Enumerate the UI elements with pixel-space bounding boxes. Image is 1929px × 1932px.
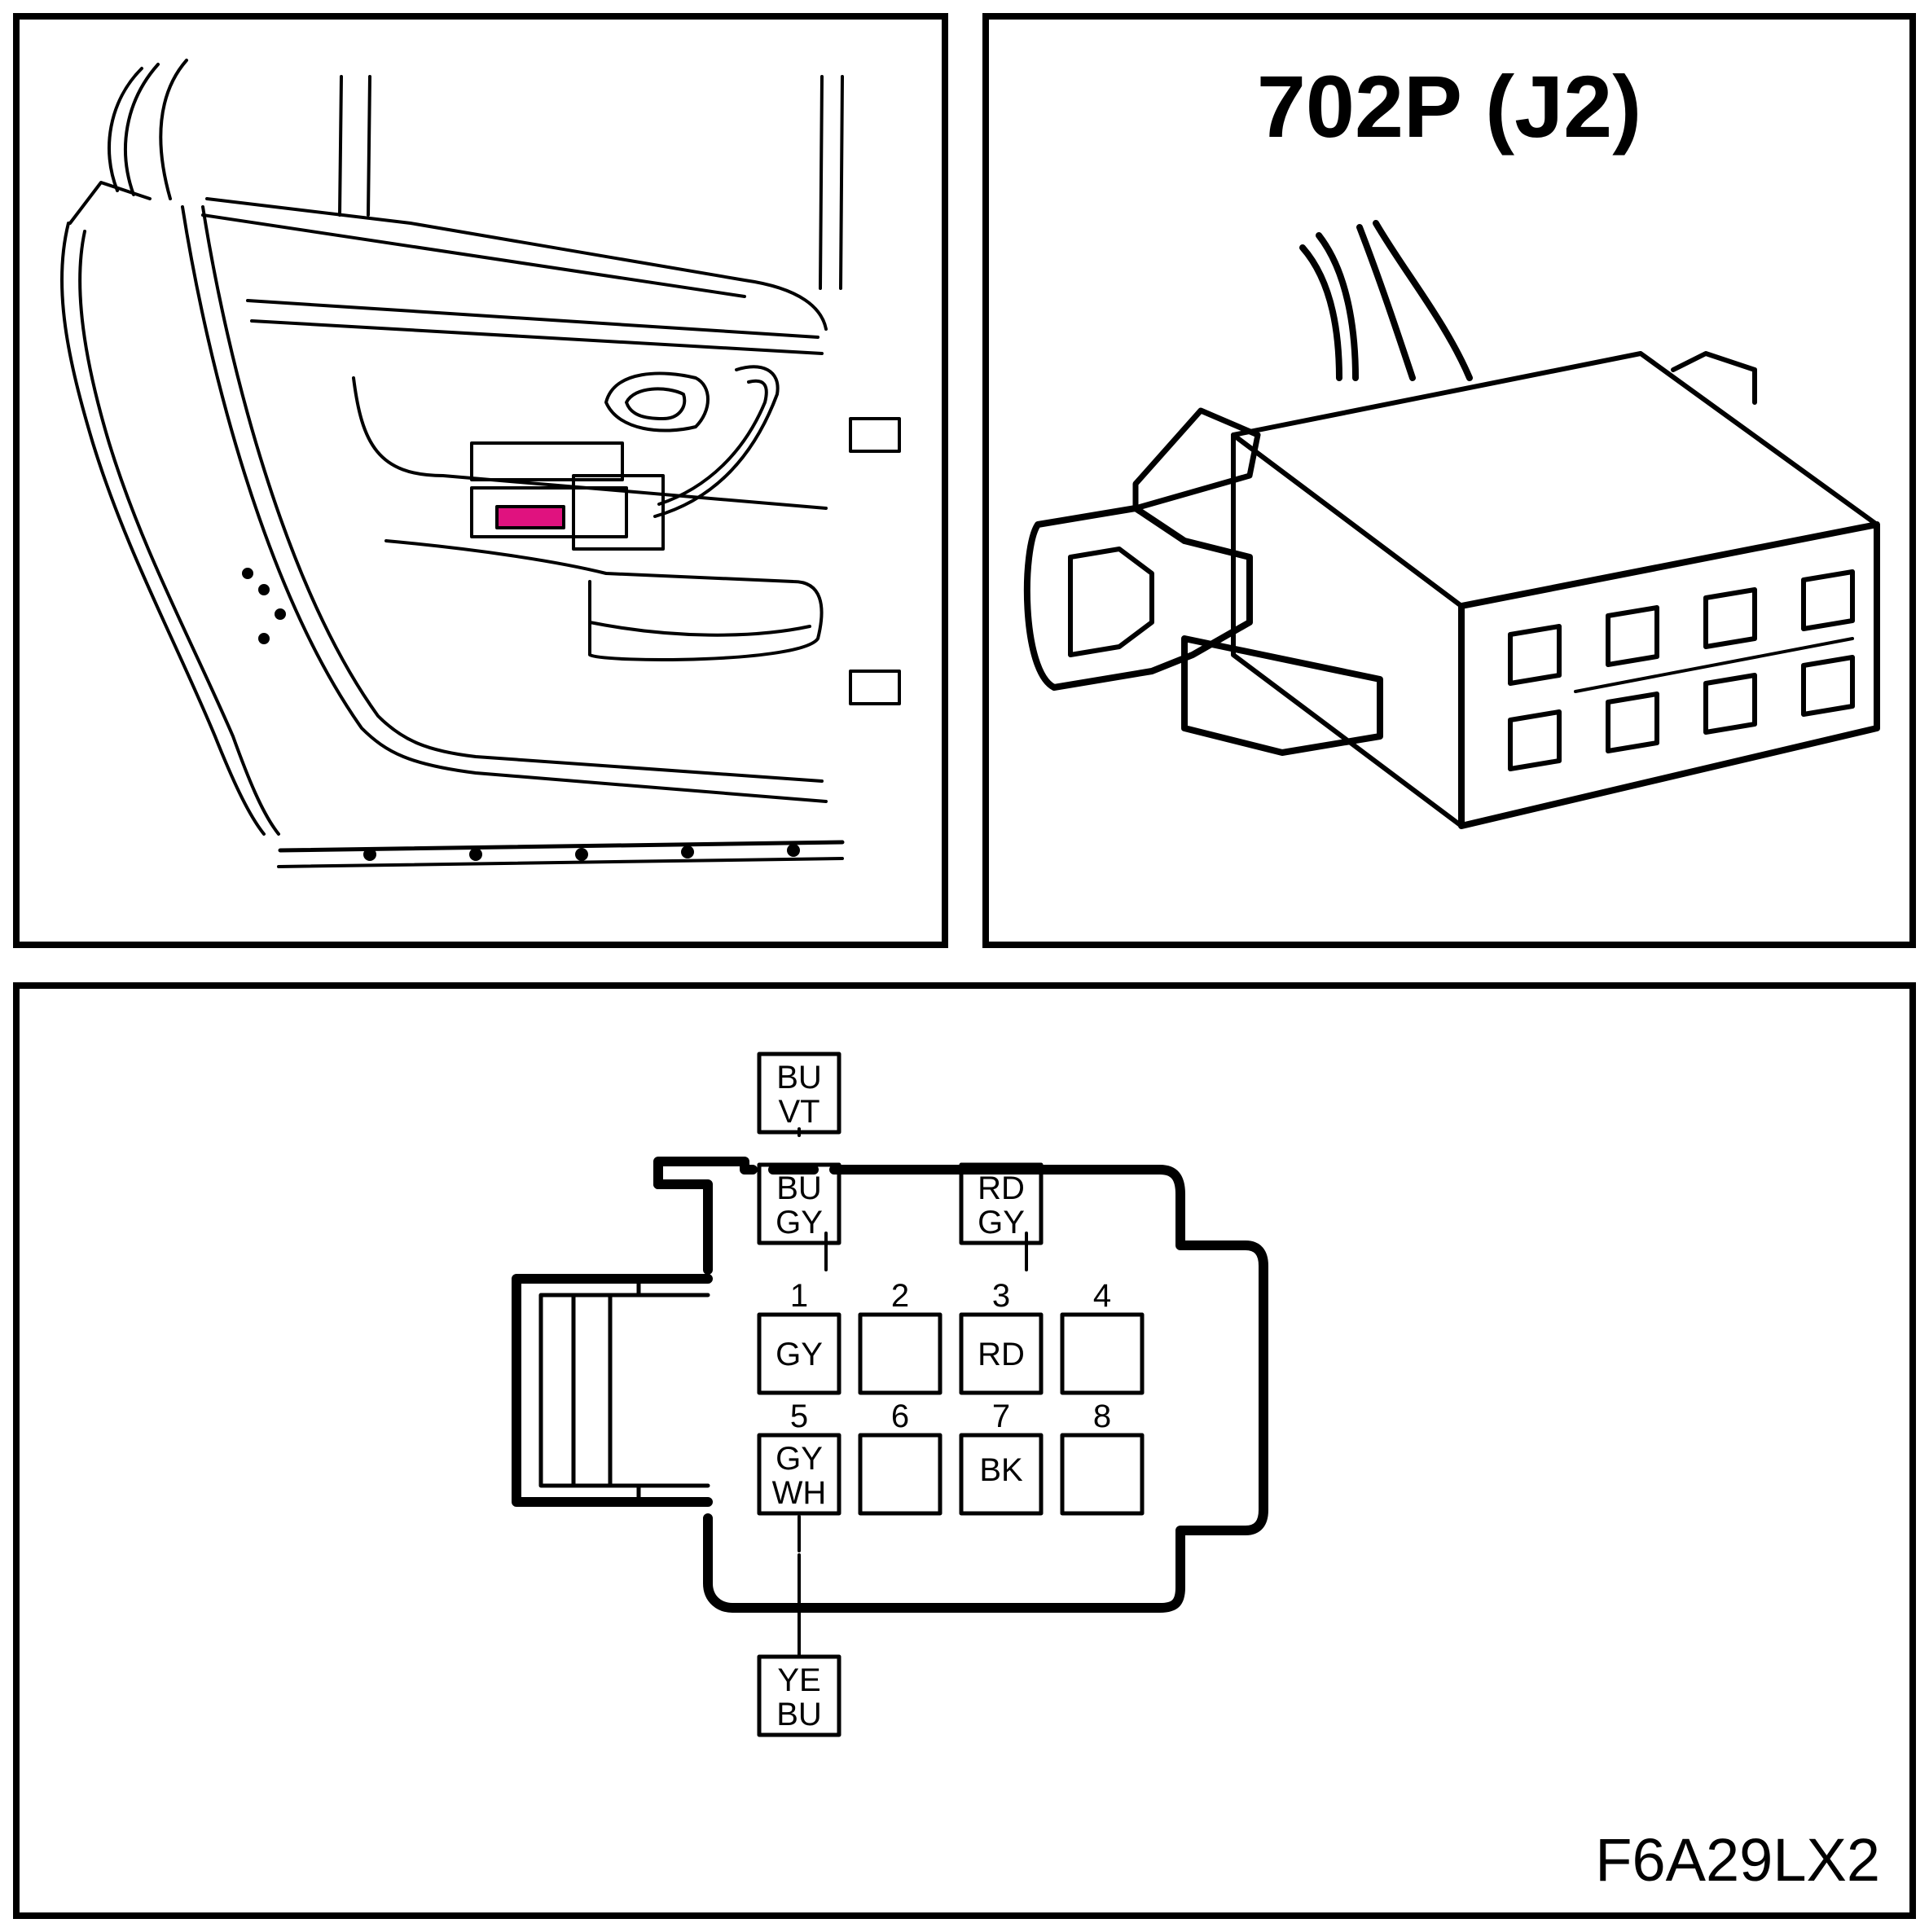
pin-number: 6 xyxy=(891,1399,909,1434)
figure-reference: F6A29LX2 xyxy=(1595,1826,1880,1894)
wire-label-line: BU xyxy=(776,1170,822,1206)
connector-outline xyxy=(653,1157,758,1189)
pin-7: 7 BK xyxy=(959,1399,1044,1516)
wire-label-line: BU xyxy=(776,1060,822,1096)
wire-label-line: GY xyxy=(978,1205,1025,1240)
terminal-cavity xyxy=(1606,605,1659,667)
pillar-outer-line xyxy=(59,222,266,836)
hinge-upper xyxy=(849,417,901,453)
wire-label-line: VT xyxy=(778,1094,819,1130)
pin-wire-color: GY xyxy=(776,1441,823,1477)
pillar-inner-line xyxy=(78,230,280,836)
belt-line xyxy=(205,197,828,331)
pin-2: 2 xyxy=(858,1278,943,1395)
pin-cavity xyxy=(959,1312,1044,1395)
pin-cavity xyxy=(959,1433,1044,1516)
pin-number: 5 xyxy=(790,1399,808,1434)
locking-tab xyxy=(1023,505,1253,691)
pin-5: 5 GY WH xyxy=(757,1399,841,1516)
pin-wire-color: GY xyxy=(776,1337,823,1372)
door-edge-line xyxy=(181,205,828,803)
pin-cavity xyxy=(858,1312,943,1395)
wire-label-line: GY xyxy=(776,1205,823,1240)
door-handle xyxy=(604,371,710,433)
pin-6: 6 xyxy=(858,1399,943,1516)
grab-handle xyxy=(653,365,780,518)
pin-number: 8 xyxy=(1093,1399,1111,1434)
sill-bolt xyxy=(787,844,800,857)
wire-label-line: BU xyxy=(776,1697,822,1732)
pin-1: 1 GY xyxy=(757,1278,841,1395)
terminal-cavity xyxy=(1508,624,1562,686)
connector-title: 702P (J2) xyxy=(1256,57,1642,156)
switch-housing-upper xyxy=(470,441,624,481)
pin-4: 4 xyxy=(1060,1278,1145,1395)
switch-housing-lower xyxy=(470,486,628,538)
pin-cavity xyxy=(757,1312,841,1395)
connector-location-highlight xyxy=(495,505,565,529)
sill-bolt xyxy=(363,848,376,861)
terminal-cavity xyxy=(1508,709,1562,771)
terminal-cavity xyxy=(1703,587,1757,649)
sill-bolt xyxy=(575,848,588,861)
connector-view-panel: 702P (J2) xyxy=(982,13,1916,948)
wire xyxy=(1299,244,1342,381)
door-sill xyxy=(278,840,845,853)
connector-latch xyxy=(1132,407,1261,512)
pin-number: 2 xyxy=(891,1278,909,1314)
door-pocket xyxy=(384,539,824,661)
pin-wire-color: RD xyxy=(978,1337,1025,1372)
connector-housing-top xyxy=(1231,351,1879,608)
door-location-panel xyxy=(13,13,948,948)
terminal-cavity xyxy=(1801,655,1855,717)
sill-bolt xyxy=(469,848,482,861)
wire xyxy=(1356,224,1416,381)
wire-label-line: RD xyxy=(978,1170,1025,1206)
wire-label-pin1-lower: BU GY xyxy=(757,1162,841,1245)
hinge-lower xyxy=(849,670,901,705)
pinout-panel: BU VT BU GY RD GY YE BU 1 GY 2 3 xyxy=(13,982,1916,1919)
pin-number: 7 xyxy=(992,1399,1010,1434)
pin-cavity xyxy=(858,1433,943,1516)
pin-wire-color: WH xyxy=(772,1475,827,1511)
wire-label-pin5: YE BU xyxy=(757,1654,841,1737)
pin-cavity xyxy=(1060,1433,1145,1516)
pin-number: 1 xyxy=(790,1278,808,1314)
wire-label-pin1-upper: BU VT xyxy=(757,1052,841,1135)
pin-wire-color: BK xyxy=(979,1452,1023,1488)
connector-illustration xyxy=(1023,220,1880,829)
connector-housing-side xyxy=(1231,433,1464,828)
pin-cavity xyxy=(757,1433,841,1516)
pin-number: 4 xyxy=(1093,1278,1111,1314)
wire-label-pin3: RD GY xyxy=(959,1162,1044,1245)
pin-number: 3 xyxy=(992,1278,1010,1314)
door-illustration xyxy=(59,59,901,868)
pin-3: 3 RD xyxy=(959,1278,1044,1395)
pinout-diagram: BU VT BU GY RD GY YE BU 1 GY 2 3 xyxy=(512,1052,1268,1737)
pin-8: 8 xyxy=(1060,1399,1145,1516)
pin-cavity xyxy=(1060,1312,1145,1395)
connector-slide xyxy=(1181,635,1383,756)
terminal-cavity xyxy=(1606,692,1659,753)
terminal-cavity xyxy=(1703,673,1757,735)
terminal-cavity xyxy=(1801,569,1855,631)
sill-bolt xyxy=(681,845,694,858)
connector-latch xyxy=(512,1274,713,1507)
wire-label-line: YE xyxy=(777,1662,820,1698)
